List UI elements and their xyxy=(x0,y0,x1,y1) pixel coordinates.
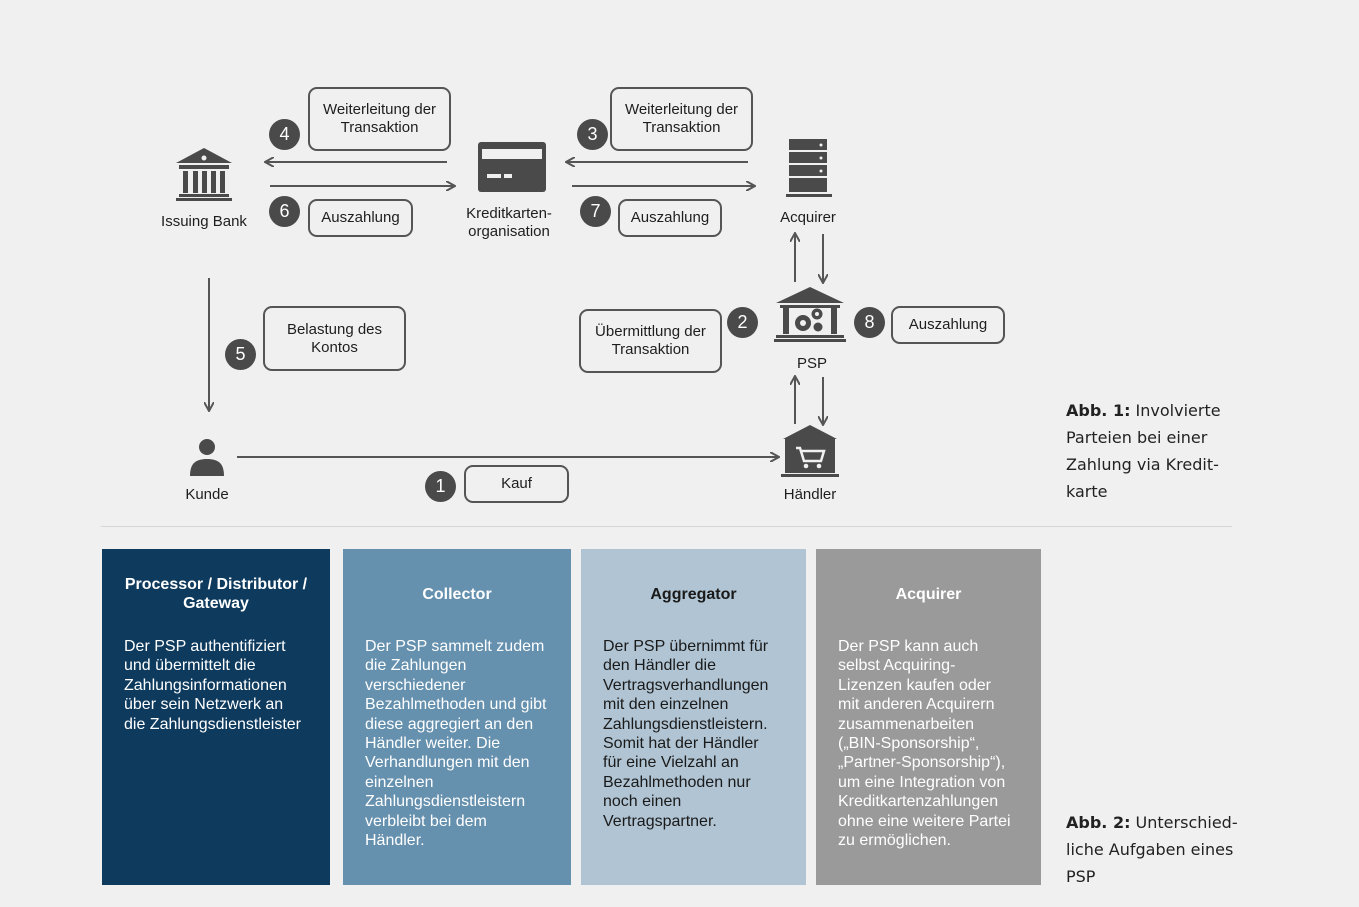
step-7-number: 7 xyxy=(580,196,611,227)
shop-cart-icon xyxy=(781,425,839,477)
card-processor: Processor / Distributor / Gateway Der PS… xyxy=(102,549,330,885)
bank-icon xyxy=(176,148,232,201)
card-processor-title: Processor / Distributor / Gateway xyxy=(124,576,308,612)
step-4-number: 4 xyxy=(269,119,300,150)
node-acquirer-label: Acquirer xyxy=(780,209,836,226)
card-aggregator-title: Aggregator xyxy=(650,585,737,603)
node-kunde-label: Kunde xyxy=(185,486,229,503)
figure-2-caption: Abb. 2: Unterschied- liche Aufgaben eine… xyxy=(1066,809,1256,890)
factory-gears-icon xyxy=(774,287,846,342)
server-icon xyxy=(786,139,832,197)
step-1-number: 1 xyxy=(425,471,456,502)
node-issuing-bank-label: Issuing Bank xyxy=(161,213,247,230)
card-collector: Collector Der PSP sammelt zudem die Zahl… xyxy=(343,549,571,885)
card-aggregator-body: Der PSP übernimmt für den Händler die Ve… xyxy=(603,638,769,830)
node-psp-label: PSP xyxy=(796,355,827,372)
step-1-label: Kauf xyxy=(464,465,569,503)
card-acquirer-body: Der PSP kann auch selbst Acquiring- Lize… xyxy=(838,638,1011,850)
step-8-number: 8 xyxy=(854,307,885,338)
node-kreditkarten-label: Kreditkarten- organisation xyxy=(466,205,552,240)
node-haendler-label: Händler xyxy=(783,486,837,503)
card-collector-title: Collector xyxy=(422,585,492,603)
card-collector-body: Der PSP sammelt zudem die Zahlungen vers… xyxy=(365,638,547,850)
step-2-number: 2 xyxy=(727,307,758,338)
figure-1-caption: Abb. 1: Involvierte Parteien bei einer Z… xyxy=(1066,397,1256,505)
figure-1-caption-prefix: Abb. 1: xyxy=(1066,401,1131,420)
step-6-number: 6 xyxy=(269,196,300,227)
step-2-label: Übermittlung der Transaktion xyxy=(579,309,722,373)
figure-1-caption-text: Involvierte Parteien bei einer Zahlung v… xyxy=(1066,401,1221,501)
card-aggregator: Aggregator Der PSP übernimmt für den Hän… xyxy=(581,549,806,885)
step-3-label: Weiterleitung der Transaktion xyxy=(610,87,753,151)
figure-2-caption-text: Unterschied- liche Aufgaben eines PSP xyxy=(1066,813,1238,886)
figure-2-caption-prefix: Abb. 2: xyxy=(1066,813,1131,832)
step-5-label: Belastung des Kontos xyxy=(263,306,406,371)
step-5-number: 5 xyxy=(225,339,256,370)
step-4-label: Weiterleitung der Transaktion xyxy=(308,87,451,151)
credit-card-icon xyxy=(478,142,546,192)
card-acquirer: Acquirer Der PSP kann auch selbst Acquir… xyxy=(816,549,1041,885)
step-7-label: Auszahlung xyxy=(618,199,722,237)
card-processor-body: Der PSP authentifiziert und übermittelt … xyxy=(124,638,301,733)
step-6-label: Auszahlung xyxy=(308,199,413,237)
step-8-label: Auszahlung xyxy=(891,306,1005,344)
section-divider xyxy=(101,526,1232,527)
card-acquirer-title: Acquirer xyxy=(895,585,962,603)
person-icon xyxy=(190,439,224,476)
step-3-number: 3 xyxy=(577,119,608,150)
